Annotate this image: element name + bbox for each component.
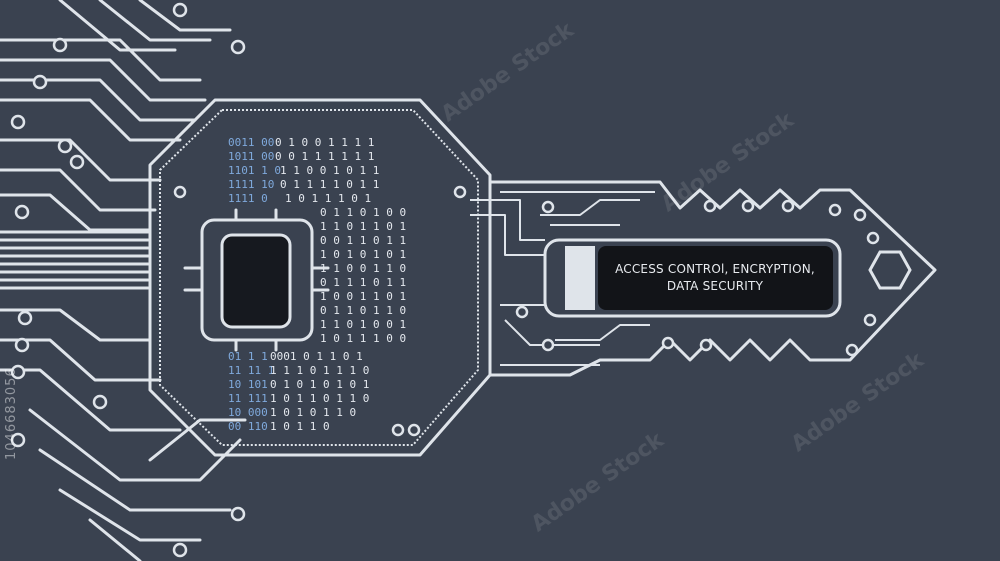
svg-text:0 1 1 0 1 1 0: 0 1 1 0 1 1 0 [320, 304, 406, 317]
svg-text:0 1 0 1 0 1 0 1: 0 1 0 1 0 1 0 1 [270, 378, 369, 391]
key-shaft [470, 180, 937, 377]
svg-text:1 1 1 0 1 1 1 0: 1 1 1 0 1 1 1 0 [270, 364, 369, 377]
svg-text:1011 00: 1011 00 [228, 150, 274, 163]
svg-text:0 1 1 1 1 0 1 1: 0 1 1 1 1 0 1 1 [280, 178, 379, 191]
svg-text:1 1 0 0 1 0 1 1: 1 1 0 0 1 0 1 1 [280, 164, 379, 177]
key-head [148, 98, 492, 457]
svg-text:1 1 0 1 0 0 1: 1 1 0 1 0 0 1 [320, 318, 406, 331]
label-line-2: DATA SECURITY [666, 279, 764, 293]
label-panel [598, 246, 833, 310]
left-circuit-traces [0, 0, 247, 561]
svg-text:1 1 0 1 1 0 1: 1 1 0 1 1 0 1 [320, 220, 406, 233]
label-line-1: ACCESS CONTROl, ENCRYPTION, [615, 262, 815, 276]
svg-text:0 1 1 1 0 1 1: 0 1 1 1 0 1 1 [320, 276, 406, 289]
svg-text:11 111: 11 111 [228, 392, 268, 405]
svg-text:0 0 1 1 1 1 1 1: 0 0 1 1 1 1 1 1 [275, 150, 374, 163]
svg-text:1 0 1 1 0 1 1 0: 1 0 1 1 0 1 1 0 [270, 392, 369, 405]
svg-text:1 0 0 1 1 0 1: 1 0 0 1 1 0 1 [320, 290, 406, 303]
hex-nut [868, 250, 912, 290]
svg-text:1 1 0 0 1 1 0: 1 1 0 0 1 1 0 [320, 262, 406, 275]
stock-id-text: 1046683056 [4, 367, 19, 460]
svg-text:0 0 1 1 0 1 1: 0 0 1 1 0 1 1 [320, 234, 406, 247]
svg-text:0011 00: 0011 00 [228, 136, 274, 149]
svg-text:1 0 1 1 0: 1 0 1 1 0 [270, 420, 330, 433]
svg-text:0 1 1 0 1 0 0: 0 1 1 0 1 0 0 [320, 206, 406, 219]
svg-text:11 11 1: 11 11 1 [228, 364, 274, 377]
svg-text:1 0 1 1 1 0 1: 1 0 1 1 1 0 1 [285, 192, 371, 205]
chip-outline [200, 218, 314, 342]
svg-text:10 000: 10 000 [228, 406, 268, 419]
svg-text:0001 0 1 1 0 1: 0001 0 1 1 0 1 [270, 350, 363, 363]
svg-text:1111 0: 1111 0 [228, 192, 268, 205]
svg-text:1 0 1 0 1 0 1: 1 0 1 0 1 0 1 [320, 248, 406, 261]
svg-text:1101 1 0: 1101 1 0 [228, 164, 281, 177]
svg-text:1 0 1 0 1 1 0: 1 0 1 0 1 1 0 [270, 406, 356, 419]
binary-data-pattern: 0011 00 1011 00 1101 1 0 1111 10 1111 0 … [228, 136, 406, 433]
chip-core [220, 233, 292, 329]
svg-text:10 101: 10 101 [228, 378, 268, 391]
key-label: ACCESS CONTROl, ENCRYPTION, DATA SECURIT… [598, 246, 832, 310]
svg-text:0 1 0 0 1 1 1 1: 0 1 0 0 1 1 1 1 [275, 136, 374, 149]
svg-text:01 1 1: 01 1 1 [228, 350, 268, 363]
svg-text:1111 10: 1111 10 [228, 178, 274, 191]
svg-text:00 110: 00 110 [228, 420, 268, 433]
svg-text:1 0 1 1 1 0 0: 1 0 1 1 1 0 0 [320, 332, 406, 345]
